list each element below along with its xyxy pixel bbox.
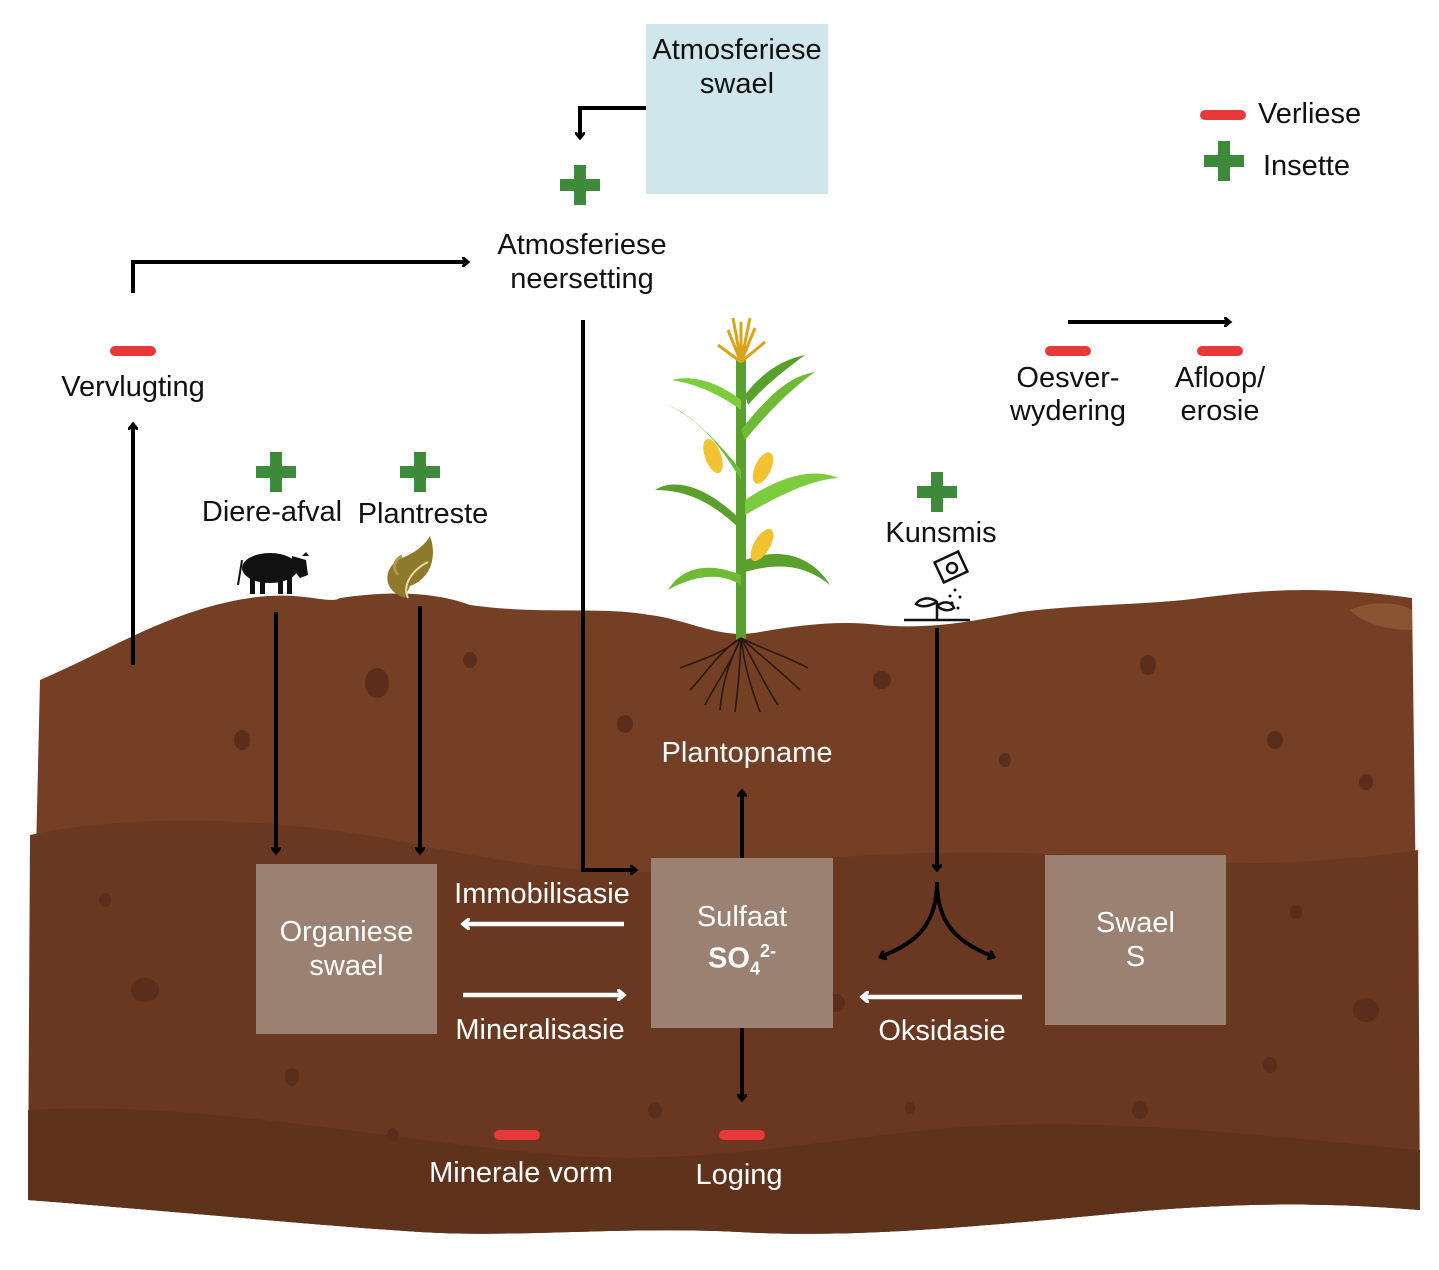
black-flow-arrows [131,106,1230,1100]
legend-input-marker [1204,141,1244,181]
sulfate-label: Sulfaat [696,901,788,934]
mineralization-label: Mineralisasie [455,1014,625,1046]
deposition-input-marker [560,165,600,205]
bank-erosion-loss-marker [1045,346,1091,356]
atmospheric-sulfur-label-1: Atmosferiese [652,34,822,66]
white-flow-arrows [463,924,1022,997]
volatilization-loss-marker [110,346,156,356]
bank-erosion-label-1: Oesver- [1016,362,1120,394]
deposition-label-2: neersetting [510,263,654,295]
leaching-loss-marker [719,1130,765,1140]
plant-residues-input-marker [400,452,440,492]
volatilization-label: Vervlugting [61,371,205,403]
organic-sulfur-label-2: swael [309,950,384,982]
sulfate-formula-sup: 2- [759,941,776,962]
soil-bottom-layer [28,1108,1420,1234]
soil-highlight [1350,603,1412,630]
organic-sulfur-label-1: Organiese [279,916,414,948]
sulfate-formula: SO42- [708,934,776,985]
fertilizer-icon [904,549,970,622]
oxidation-label: Oksidasie [878,1015,1006,1047]
animal-waste-input-marker [256,452,296,492]
atmospheric-sulfur-label-2: swael [699,68,775,100]
sulfur-box: Swael S [1045,855,1226,1025]
leaf-icon [387,536,433,599]
sulfate-formula-base: SO [708,942,750,975]
atmospheric-sulfur-box [646,24,828,194]
plant-uptake-label: Plantopname [661,737,833,769]
arrow-fertilizer-split-right [935,881,994,957]
arrow-deposition-to-sulfate [581,320,636,870]
sulfur-label-1: Swael [1096,907,1175,939]
mineral-form-loss-marker [494,1130,540,1140]
runoff-label-2: erosie [1180,395,1260,427]
legend-inputs-label: Insette [1263,150,1351,182]
soil-pebbles [99,652,1379,1142]
deposition-label-1: Atmosferiese [497,229,667,261]
animal-waste-label: Diere-afval [201,496,343,528]
arrow-volatilization-to-deposition [131,262,468,293]
immobilization-label: Immobilisasie [454,878,630,910]
legend-losses-label: Verliese [1258,98,1362,130]
runoff-label-1: Afloop/ [1174,362,1266,394]
sulfate-formula-sub: 4 [749,958,760,979]
arrow-atmo-to-deposition [580,106,646,138]
legend-loss-marker [1200,110,1246,120]
mineral-form-label: Minerale vorm [429,1157,613,1189]
leaching-label: Loging [695,1159,783,1191]
sulfate-box: Sulfaat SO42- [651,858,833,1028]
organic-sulfur-box: Organiese swael [256,864,437,1034]
bank-erosion-label-2: wydering [1009,395,1127,427]
cow-icon [237,552,309,594]
plant-residues-label: Plantreste [357,498,489,530]
sulfur-label-2: S [1125,941,1146,973]
fertilizer-input-marker [917,472,957,512]
corn-plant-icon [655,317,838,713]
fertilizer-label: Kunsmis [885,517,997,549]
runoff-loss-marker [1197,346,1243,356]
